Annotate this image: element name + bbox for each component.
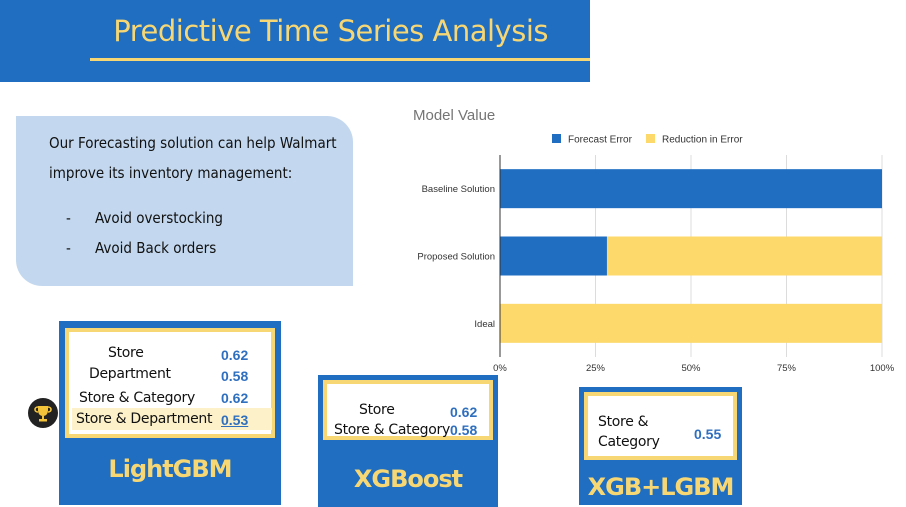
xgboost-scores: Store 0.62 Store & Category 0.58 [323,380,493,440]
legend-label: Reduction in Error [662,135,743,146]
xgb-lgbm-title: XGB+LGBM [587,473,735,501]
legend-swatch [646,134,655,143]
lightgbm-row-label: Store [108,345,144,361]
intro-line-1: Our Forecasting solution can help Walmar… [49,134,337,152]
bar-segment [500,169,882,209]
legend-swatch [552,134,561,143]
chart-title: Model Value [413,107,495,124]
category-label: Proposed Solution [417,252,495,263]
lightgbm-title: LightGBM [108,455,232,483]
xgboost-title: XGBoost [353,465,463,493]
intro-line-2: improve its inventory management: [49,164,293,182]
lightgbm-row-value: 0.62 [221,390,249,406]
xgboost-row-label: Store & Category [334,422,450,438]
title-banner: Predictive Time Series Analysis [0,0,590,82]
xgb-lgbm-row-label: Category [598,434,660,450]
xgb-lgbm-scores: Store & Category 0.55 [584,392,737,460]
x-tick-label: 100% [870,363,895,374]
legend-label: Forecast Error [568,135,633,146]
lightgbm-best-label: Store & Department [76,411,213,427]
intro-box: Our Forecasting solution can help Walmar… [16,116,353,286]
title-underline [90,58,590,61]
bar-segment [500,236,607,276]
category-label: Ideal [474,319,495,330]
trophy-icon [28,398,58,428]
best-score-highlight [72,408,272,430]
lightgbm-row-value: 0.62 [221,347,249,363]
x-tick-label: 50% [681,363,701,374]
bar-segment [606,236,882,276]
xgboost-card: Store 0.62 Store & Category 0.58 XGBoost [318,375,498,507]
bullet-marker: - [66,239,71,257]
bullet-marker: - [66,209,71,227]
bullet-avoid-overstocking: Avoid overstocking [95,209,223,227]
x-tick-label: 25% [586,363,606,374]
x-tick-label: 0% [493,363,507,374]
xgboost-row-label: Store [359,402,395,418]
bullet-avoid-back-orders: Avoid Back orders [95,239,217,257]
lightgbm-row-value: 0.58 [221,368,249,384]
xgb-lgbm-row-label: Store & [598,414,649,430]
lightgbm-scores: Store 0.62 Department 0.58 Store & Categ… [65,328,275,438]
xgboost-row-value: 0.58 [450,422,478,438]
lightgbm-best-value: 0.53 [221,412,249,428]
bar-segment [500,303,882,343]
lightgbm-row-label: Department [89,366,171,382]
lightgbm-card: Store 0.62 Department 0.58 Store & Categ… [59,321,281,505]
category-label: Baseline Solution [422,184,495,195]
xgb-lgbm-card: Store & Category 0.55 XGB+LGBM [579,387,742,505]
xgb-lgbm-row-value: 0.55 [694,426,722,442]
page-title: Predictive Time Series Analysis [113,14,548,48]
x-tick-label: 75% [777,363,797,374]
lightgbm-row-label: Store & Category [79,390,195,406]
xgboost-row-value: 0.62 [450,404,478,420]
